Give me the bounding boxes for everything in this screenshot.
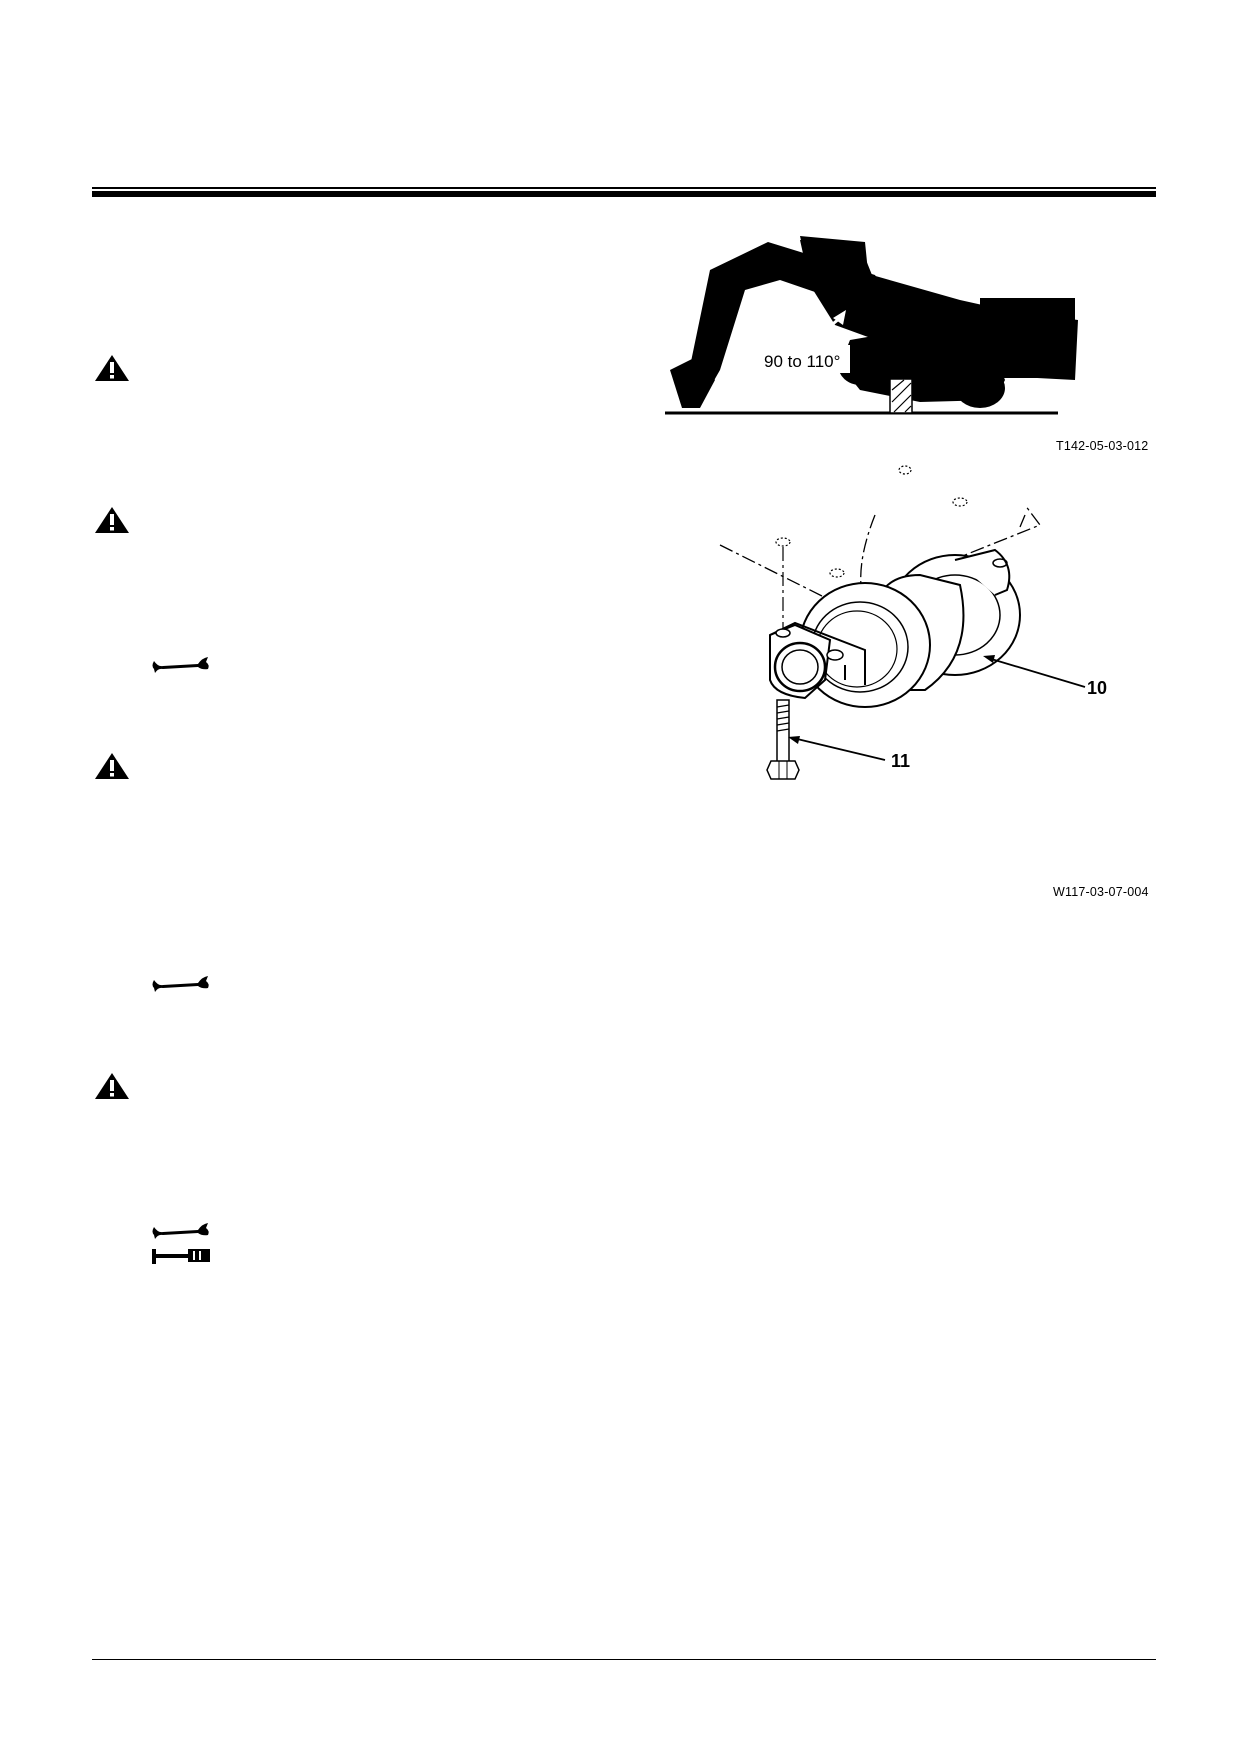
figure-caption: T142-05-03-012 bbox=[1056, 439, 1149, 453]
roller-figure: 10 11 bbox=[719, 465, 1107, 780]
wrench-icon bbox=[152, 1223, 209, 1239]
callout-11: 11 bbox=[891, 751, 910, 771]
figure-caption: W117-03-07-004 bbox=[1053, 885, 1149, 899]
header-rule-thick bbox=[92, 191, 1156, 197]
warning-triangle-icon bbox=[95, 355, 129, 381]
warning-triangle-icon bbox=[95, 753, 129, 779]
footer-rule bbox=[92, 1659, 1156, 1660]
wrench-icon bbox=[152, 976, 209, 992]
wrench-icon bbox=[152, 657, 209, 673]
callout-10: 10 bbox=[1087, 678, 1107, 698]
machine-lift-figure: 90 to 110° bbox=[665, 236, 1078, 415]
warning-triangle-icon bbox=[95, 1073, 129, 1099]
angle-label: 90 to 110° bbox=[764, 352, 840, 371]
warning-triangle-icon bbox=[95, 507, 129, 533]
header-rule-thin bbox=[92, 187, 1156, 189]
torque-wrench-icon bbox=[152, 1249, 210, 1264]
